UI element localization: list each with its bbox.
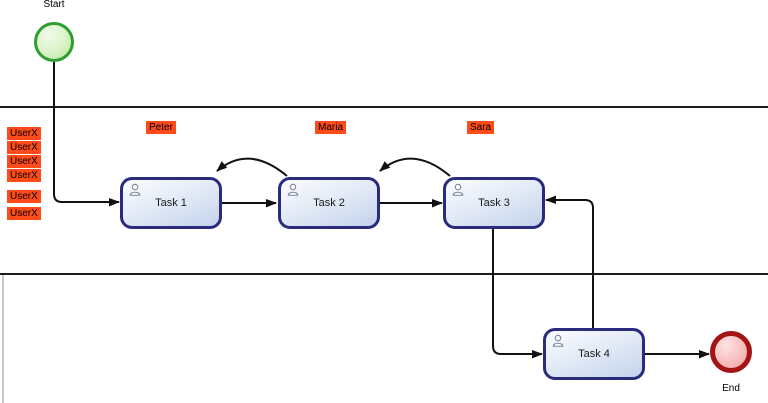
user-icon: [551, 334, 565, 348]
task-label: Task 3: [478, 197, 510, 209]
user-tag[interactable]: UserX: [7, 190, 41, 203]
user-tag[interactable]: UserX: [7, 169, 41, 182]
task-label: Task 1: [155, 197, 187, 209]
user-tag[interactable]: UserX: [7, 155, 41, 168]
task-label: Task 4: [578, 348, 610, 360]
task-label: Task 2: [313, 197, 345, 209]
task-3-node[interactable]: Task 3: [443, 177, 545, 229]
start-event-label: Start: [43, 0, 65, 10]
user-icon: [286, 183, 300, 197]
user-icon: [128, 183, 142, 197]
assignee-tag-maria[interactable]: Maria: [315, 121, 347, 134]
flow-start-to-task1[interactable]: [53, 62, 120, 207]
flow-task3-to-task4[interactable]: [492, 229, 543, 359]
task-2-node[interactable]: Task 2: [278, 177, 380, 229]
task-4-node[interactable]: Task 4: [543, 328, 645, 380]
end-event-label: End: [722, 383, 740, 394]
assignee-tag-sara[interactable]: Sara: [467, 121, 495, 134]
assignee-tag-peter[interactable]: Peter: [146, 121, 176, 134]
user-tag[interactable]: UserX: [7, 127, 41, 140]
start-event[interactable]: [34, 22, 74, 62]
flow-task2-back-to-task1[interactable]: [216, 157, 288, 177]
flow-task3-back-to-task2[interactable]: [379, 157, 451, 177]
user-tag[interactable]: UserX: [7, 207, 41, 220]
end-event[interactable]: [710, 331, 752, 373]
flow-task4-back-to-task3[interactable]: [545, 195, 594, 329]
user-tag[interactable]: UserX: [7, 141, 41, 154]
user-icon: [451, 183, 465, 197]
task-1-node[interactable]: Task 1: [120, 177, 222, 229]
